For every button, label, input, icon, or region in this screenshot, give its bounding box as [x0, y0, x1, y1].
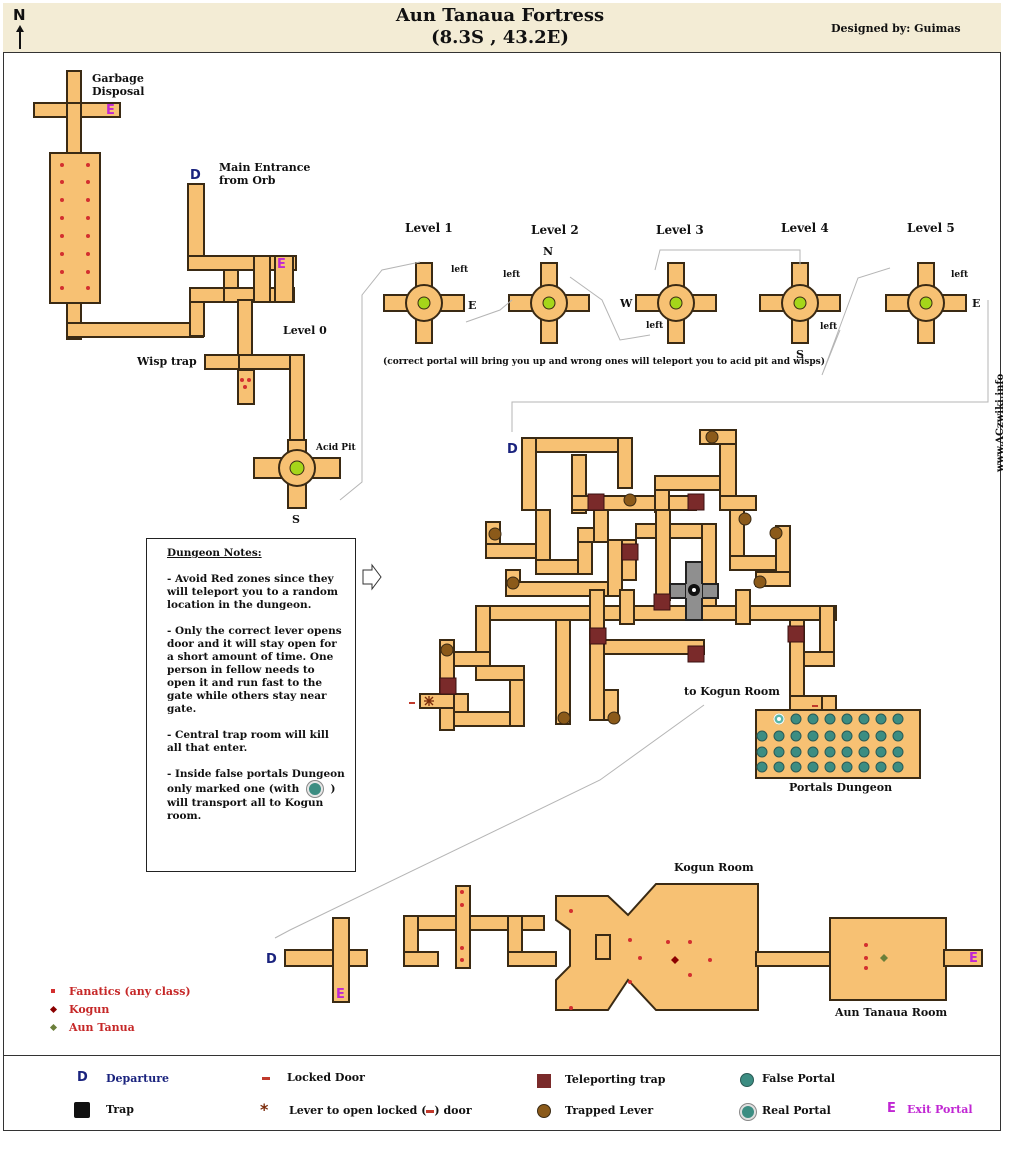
designer-credit: Designed by: Guimas	[831, 22, 961, 35]
legend-lever-icon: *	[260, 1100, 269, 1119]
page-title: Aun Tanaua Fortress	[395, 5, 605, 26]
legend-exit-portal-icon: E	[887, 1101, 896, 1116]
portals-dungeon-room	[755, 709, 921, 779]
header-bar	[3, 3, 1001, 53]
kogun-area-markers	[460, 890, 888, 1010]
level4-south-note: S	[796, 348, 804, 361]
legend-locked-door-label: Locked Door	[287, 1071, 365, 1084]
notes-arrow-icon	[362, 563, 382, 591]
level1-east-note: E	[468, 299, 477, 312]
watermark: www.ACzwiki.info	[995, 373, 1006, 472]
level5-east-note: E	[972, 297, 981, 310]
exit-portal-marker-4: E	[969, 951, 978, 966]
level3-left-note: left	[646, 321, 664, 331]
level1-left-note: left	[451, 265, 469, 275]
garbage-label-1: Garbage	[92, 72, 144, 85]
notes-item-3: - Central trap room will kill all that e…	[167, 729, 329, 754]
exit-portal-marker-2: E	[277, 257, 286, 272]
exit-portal-marker-3: E	[336, 987, 345, 1002]
north-label: N	[13, 6, 26, 24]
legend-real-portal-icon	[740, 1104, 756, 1120]
to-kogun-label: to Kogun Room	[684, 685, 780, 698]
level0-label: Level 0	[283, 324, 327, 337]
legend-lever-text-end: ) door	[434, 1104, 472, 1117]
portals-dungeon-label: Portals Dungeon	[789, 781, 893, 794]
level2-north-note: N	[543, 245, 554, 258]
notes-item-2: - Only the correct lever opens door and …	[167, 625, 342, 715]
notes-title: Dungeon Notes:	[167, 547, 262, 559]
level4-label: Level 4	[781, 221, 829, 235]
legend-trap-icon	[74, 1102, 90, 1118]
level2-left-note: left	[503, 270, 521, 280]
legend-teleporting-trap-icon	[537, 1074, 551, 1088]
garbage-label-2: Disposal	[92, 85, 145, 98]
notes-item-4-text: - Inside false portals Dungeon only mark…	[167, 768, 345, 795]
legend-trap-label: Trap	[106, 1103, 134, 1116]
trapped-lever-markers	[440, 430, 783, 725]
legend-real-portal-label: Real Portal	[762, 1104, 831, 1117]
legend-lever-door-icon	[426, 1109, 435, 1113]
notes-item-4: - Inside false portals Dungeon only mark…	[167, 768, 345, 823]
kogun-room-label: Kogun Room	[674, 861, 754, 874]
level2-label: Level 2	[531, 223, 579, 237]
legend-exit-portal-label: Exit Portal	[907, 1103, 973, 1116]
real-portal-inline-icon	[306, 781, 323, 797]
legend-lever-text: Lever to open locked (	[289, 1104, 427, 1117]
main-entrance-label-1: Main Entrance	[219, 161, 311, 174]
portal-note: (correct portal will bring you up and wr…	[383, 357, 825, 367]
teleporting-trap-markers	[439, 493, 805, 695]
kogun-path-rooms	[284, 883, 983, 1011]
legend-departure-icon: D	[77, 1070, 88, 1085]
main-entrance-label-2: from Orb	[219, 174, 276, 187]
wisp-trap-label: Wisp trap	[137, 355, 197, 368]
legend-divider	[3, 1055, 1001, 1056]
legend-false-portal-icon	[740, 1073, 754, 1087]
departure-marker-main: D	[190, 168, 201, 183]
notes-item-1: - Avoid Red zones since they will telepo…	[167, 573, 339, 611]
level3-west-note: W	[620, 297, 633, 310]
locked-door-icon	[409, 702, 818, 707]
legend-trapped-lever-label: Trapped Lever	[565, 1104, 654, 1117]
acid-pit-south-label: S	[292, 513, 300, 526]
legend-lever-label: Lever to open locked ( ) door	[289, 1104, 472, 1117]
level4-left-note: left	[820, 322, 838, 332]
legend-teleporting-trap-label: Teleporting trap	[565, 1073, 666, 1086]
acid-pit-label: Acid Pit	[316, 443, 356, 453]
level-crosses	[383, 262, 967, 344]
fanatic-legend-label: Fanatics (any class)	[69, 985, 191, 998]
fanatic-legend-dot	[51, 989, 55, 993]
kogun-legend-label: Kogun	[69, 1003, 110, 1016]
level5-left-note: left	[951, 270, 969, 280]
exit-portal-marker-1: E	[106, 103, 115, 118]
level3-label: Level 3	[656, 223, 704, 237]
legend-trapped-lever-icon	[537, 1104, 551, 1118]
level5-label: Level 5	[907, 221, 955, 235]
fanatic-markers-level0	[60, 163, 251, 389]
legend-departure-label: Departure	[106, 1072, 170, 1085]
level1-label: Level 1	[405, 221, 453, 235]
legend-false-portal-label: False Portal	[762, 1072, 836, 1085]
dungeon-notes-box: Dungeon Notes: - Avoid Red zones since t…	[146, 538, 356, 872]
lever-icon	[424, 696, 434, 706]
departure-marker-kogun: D	[266, 952, 277, 967]
connector-lines	[274, 249, 989, 939]
departure-marker-maze: D	[507, 442, 518, 457]
notes-item-5-text: ) will transport all to Kogun room.	[167, 783, 336, 822]
level0-rooms	[33, 70, 341, 509]
aun-tanua-legend-label: Aun Tanua	[69, 1021, 135, 1034]
central-trap-icon	[688, 584, 700, 596]
north-arrow-icon	[16, 25, 24, 49]
page-coordinates: (8.3S , 43.2E)	[431, 27, 569, 48]
aun-tanua-room-label: Aun Tanaua Room	[835, 1006, 948, 1019]
legend-locked-door-icon	[262, 1077, 270, 1080]
